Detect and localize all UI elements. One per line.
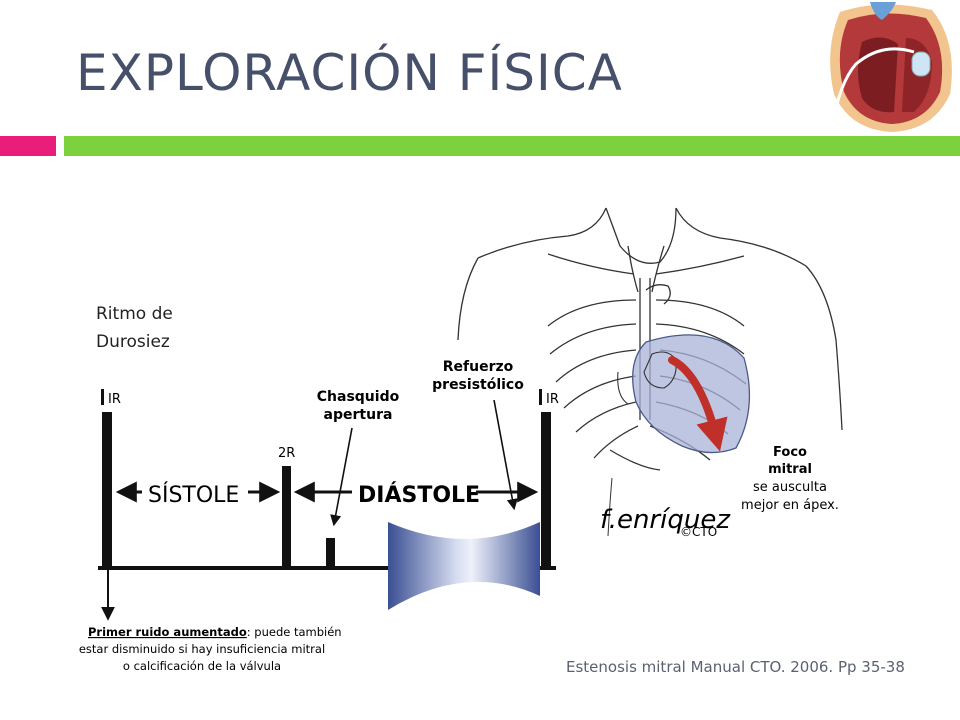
slide-title: EXPLORACIÓN FÍSICA xyxy=(76,44,623,102)
second-sound-bar xyxy=(282,466,291,568)
heart-pacemaker-icon xyxy=(830,2,952,132)
first-sound-bar-right xyxy=(541,412,551,568)
first-sound-label-left-text: IR xyxy=(108,392,121,407)
presystolic-pointer xyxy=(493,399,518,511)
heart-atrium xyxy=(643,351,677,389)
diastolic-rumble xyxy=(388,522,540,610)
presystolic-label-line2: presistólico xyxy=(432,377,524,393)
focus-label-line2: mitral xyxy=(768,462,812,477)
first-sound-note-rest: : puede también xyxy=(247,625,342,639)
opening-snap-label-line2: apertura xyxy=(324,407,393,423)
systole-label: SÍSTOLE xyxy=(148,482,239,508)
great-vessels xyxy=(627,245,671,305)
first-sound-note-title: Primer ruido aumentado xyxy=(88,625,247,639)
heart-shape xyxy=(617,334,751,454)
opening-snap-pointer xyxy=(330,427,353,527)
focus-label-line1: Foco xyxy=(773,445,807,460)
phonocardiogram: IR 2R IR SÍSTOLE DIÁSTOLE Chasquido aper… xyxy=(79,359,559,673)
first-sound-bar-left xyxy=(102,412,112,568)
first-sound-note-line2: estar disminuido si hay insuficiencia mi… xyxy=(79,642,325,656)
first-sound-label-right-text: IR xyxy=(546,392,559,407)
rhythm-label: Ritmo de Durosiez xyxy=(96,300,173,356)
ribs-right xyxy=(655,299,747,411)
first-sound-note-line3: o calcificación de la válvula xyxy=(123,659,281,673)
citation: Estenosis mitral Manual CTO. 2006. Pp 35… xyxy=(566,658,905,676)
rhythm-label-line2: Durosiez xyxy=(96,332,170,352)
second-sound-label: 2R xyxy=(278,446,295,461)
first-sound-label-right: IR xyxy=(539,389,559,407)
focus-label-line4: mejor en ápex. xyxy=(741,498,839,513)
heart-body xyxy=(632,334,751,454)
accent-bar-pink xyxy=(0,136,56,156)
opening-snap-label-line1: Chasquido xyxy=(317,389,400,405)
copyright: ©CTO xyxy=(680,525,717,539)
opening-snap-bar xyxy=(326,538,335,568)
first-sound-note-line1: Primer ruido aumentado: puede también xyxy=(88,625,342,639)
first-sound-label-left: IR xyxy=(101,389,121,407)
presystolic-label-line1: Refuerzo xyxy=(443,359,514,375)
signature: f.enríquez xyxy=(600,505,731,535)
heart-right-edge xyxy=(617,371,629,405)
torso-outline xyxy=(457,207,843,431)
rhythm-label-line1: Ritmo de xyxy=(96,304,173,324)
focus-label-line3: se ausculta xyxy=(753,480,827,495)
lower-rib-line xyxy=(607,477,613,537)
ribs-left xyxy=(547,299,639,459)
diastole-label: DIÁSTOLE xyxy=(358,482,480,508)
accent-bar-green xyxy=(64,136,960,156)
mitral-focus-arrow xyxy=(668,356,728,452)
neck-outline xyxy=(605,207,677,264)
clavicles xyxy=(547,253,745,275)
